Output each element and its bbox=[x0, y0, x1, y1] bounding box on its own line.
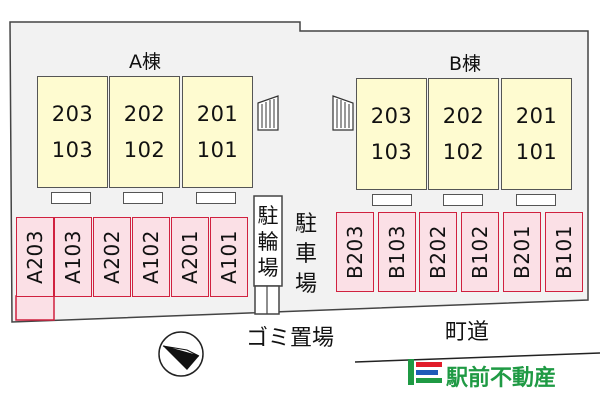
unit-b-1-lower: 103 bbox=[370, 140, 413, 164]
road-edge-line bbox=[354, 352, 600, 363]
parking-slot-b202: B202 bbox=[419, 212, 457, 292]
parking-slot-a101: A101 bbox=[210, 217, 248, 297]
parking-slot-b102: B102 bbox=[461, 212, 499, 292]
parking-slot-label: A203 bbox=[23, 230, 47, 284]
unit-a-3-lower: 101 bbox=[196, 138, 239, 162]
parking-slot-b103: B103 bbox=[378, 212, 416, 292]
unit-a-1-lower: 103 bbox=[51, 138, 94, 162]
parking-slot-label: B202 bbox=[426, 225, 450, 279]
balcony-b-1 bbox=[372, 194, 412, 206]
unit-b-1: 203 103 bbox=[356, 78, 427, 190]
unit-b-3-lower: 101 bbox=[515, 140, 558, 164]
road-label: 町道 bbox=[445, 320, 490, 345]
parking-slot-label: B203 bbox=[343, 225, 367, 279]
unit-a-1: 203 103 bbox=[37, 76, 108, 188]
parking-slot-label: A103 bbox=[61, 230, 85, 284]
parking-slot-label: B102 bbox=[468, 225, 492, 279]
parking-slot-label: B103 bbox=[385, 225, 409, 279]
unit-a-2-lower: 102 bbox=[123, 138, 166, 162]
unit-a-3-upper: 201 bbox=[196, 102, 239, 126]
unit-a-2-upper: 202 bbox=[123, 102, 166, 126]
parking-slot-label: B101 bbox=[552, 225, 576, 279]
north-arrow-icon bbox=[158, 331, 204, 377]
balcony-a-2 bbox=[123, 192, 163, 204]
bicycle-parking-label: 駐輪場 bbox=[257, 204, 279, 280]
unit-a-3: 201 101 bbox=[182, 76, 253, 188]
parking-slot-a202: A202 bbox=[93, 217, 131, 297]
garbage-area-label: ゴミ置場 bbox=[246, 326, 335, 351]
building-a-title: A棟 bbox=[129, 51, 161, 73]
unit-b-2: 202 102 bbox=[428, 78, 499, 190]
balcony-a-3 bbox=[196, 192, 236, 204]
unit-b-3-upper: 201 bbox=[515, 104, 558, 128]
unit-b-1-upper: 203 bbox=[370, 104, 413, 128]
unit-b-3: 201 101 bbox=[501, 78, 572, 190]
parking-slot-b101: B101 bbox=[545, 212, 583, 292]
parking-slot-b201: B201 bbox=[503, 212, 541, 292]
ekimae-logo-icon bbox=[408, 359, 442, 385]
balcony-b-2 bbox=[443, 194, 483, 206]
parking-slot-a201: A201 bbox=[171, 217, 209, 297]
company-name: 駅前不動産 bbox=[446, 366, 557, 391]
stairs-a-icon bbox=[257, 95, 279, 131]
parking-slot-label: A201 bbox=[178, 230, 202, 284]
parking-slot-b203: B203 bbox=[336, 212, 374, 292]
balcony-b-3 bbox=[516, 194, 556, 206]
parking-slot-label: A101 bbox=[217, 230, 241, 284]
unit-b-2-upper: 202 bbox=[442, 104, 485, 128]
parking-a-tab bbox=[15, 295, 55, 321]
building-b-title: B棟 bbox=[448, 53, 482, 75]
unit-a-2: 202 102 bbox=[109, 76, 180, 188]
unit-a-1-upper: 203 bbox=[51, 102, 94, 126]
parking-slot-a102: A102 bbox=[132, 217, 170, 297]
parking-slot-label: A102 bbox=[139, 230, 163, 284]
car-parking-label: 駐車場 bbox=[294, 212, 317, 297]
balcony-a-1 bbox=[51, 192, 91, 204]
parking-slot-a203: A203 bbox=[16, 217, 54, 297]
parking-slot-label: A202 bbox=[100, 230, 124, 284]
stairs-b-icon bbox=[332, 95, 354, 131]
unit-b-2-lower: 102 bbox=[442, 140, 485, 164]
parking-slot-label: B201 bbox=[510, 225, 534, 279]
parking-slot-a103: A103 bbox=[54, 217, 92, 297]
